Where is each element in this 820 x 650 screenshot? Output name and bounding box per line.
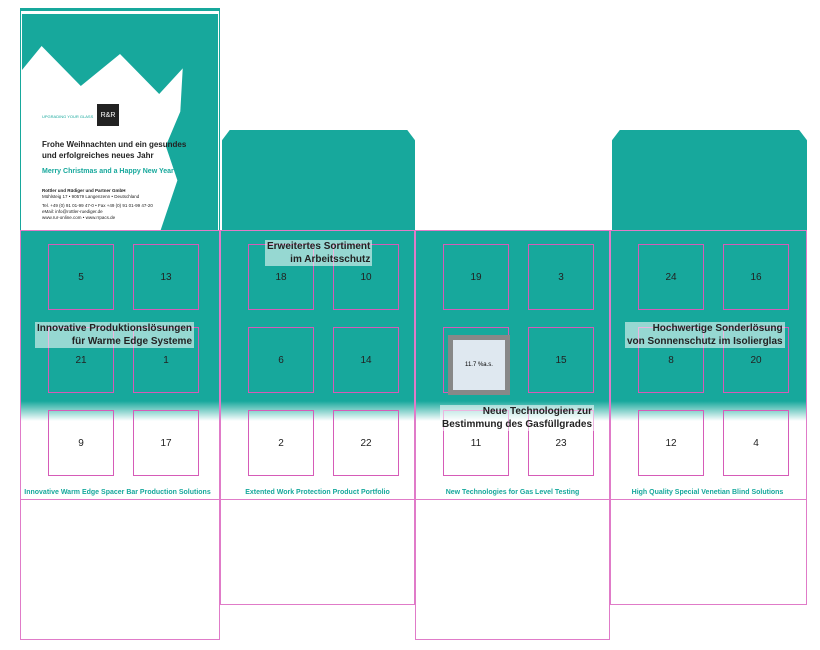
bottom-flap-2 <box>220 500 415 605</box>
door-24[interactable]: 24 <box>638 244 704 310</box>
headline-line-2: im Arbeitsschutz <box>265 253 373 266</box>
door-22[interactable]: 22 <box>333 410 399 476</box>
headline-line-1: Erweitertes Sortiment <box>265 240 373 253</box>
panel-2 <box>220 230 415 500</box>
panel-4-photo <box>611 231 806 406</box>
panel-4-fade <box>611 401 806 421</box>
door-16[interactable]: 16 <box>723 244 789 310</box>
panel-1-footer: Innovative Warm Edge Spacer Bar Producti… <box>24 489 211 496</box>
panel-1-fade <box>21 401 219 421</box>
top-flap-2 <box>222 130 415 232</box>
headline-line-1: Neue Technologien zur <box>440 405 595 418</box>
door-6[interactable]: 6 <box>248 327 314 393</box>
email[interactable]: eMail: info@rottler-ruediger.de <box>42 209 103 214</box>
door-13[interactable]: 13 <box>133 244 199 310</box>
headline-line-1: Hochwertige Sonderlösung <box>625 322 785 335</box>
top-flap-4 <box>612 130 807 232</box>
panel-2-headline: Erweitertes Sortiment im Arbeitsschutz <box>265 240 373 266</box>
panel-1-headline: Innovative Produktionslösungen für Warme… <box>35 322 195 348</box>
door-12[interactable]: 12 <box>638 410 704 476</box>
web[interactable]: www.rur-online.com • www.rrpacs.de <box>42 215 116 220</box>
bottom-flap-3 <box>415 500 610 640</box>
headline-line-2: von Sonnenschutz im Isolierglas <box>625 335 785 348</box>
phone: Tel. +49 (0) 91 01-99 47-0 • Fax +49 (0)… <box>42 203 153 208</box>
panel-2-fade <box>221 401 414 421</box>
panel-4 <box>610 230 807 500</box>
bottom-flap-1 <box>20 500 220 640</box>
door-19[interactable]: 19 <box>443 244 509 310</box>
gas-device-display: 11.7 %a.s. <box>448 335 510 395</box>
panel-4-footer: High Quality Special Venetian Blind Solu… <box>631 489 784 496</box>
panel-1 <box>20 230 220 500</box>
panel-1-photo <box>21 231 219 406</box>
headline-line-1: Innovative Produktionslösungen <box>35 322 195 335</box>
greeting-de: Frohe Weihnachten und ein gesundes und er… <box>42 139 186 161</box>
logo: R&R <box>97 104 119 126</box>
door-9[interactable]: 9 <box>48 410 114 476</box>
panel-3-headline: Neue Technologien zur Bestimmung des Gas… <box>440 405 595 431</box>
greeting-en: Merry Christmas and a Happy New Year <box>42 168 174 175</box>
company: Rottler und Rüdiger und Partner GmbH <box>42 188 126 193</box>
door-2[interactable]: 2 <box>248 410 314 476</box>
panel-3-footer: New Technologies for Gas Level Testing <box>445 489 580 496</box>
bottom-flap-4 <box>610 500 807 605</box>
tagline: UPGRADING YOUR GLASS <box>42 114 94 119</box>
door-3[interactable]: 3 <box>528 244 594 310</box>
headline-line-2: für Warme Edge Systeme <box>35 335 195 348</box>
door-5[interactable]: 5 <box>48 244 114 310</box>
greeting-de-1: Frohe Weihnachten und ein gesundes <box>42 140 187 149</box>
contact-block: Rottler und Rüdiger und Partner GmbH Müh… <box>42 188 153 221</box>
headline-line-2: Bestimmung des Gasfüllgrades <box>440 418 595 431</box>
door-4[interactable]: 4 <box>723 410 789 476</box>
door-17[interactable]: 17 <box>133 410 199 476</box>
address: Mühlsteig 17 • 90579 Langenzenn • Deutsc… <box>42 194 140 199</box>
door-15[interactable]: 15 <box>528 327 594 393</box>
panel-4-headline: Hochwertige Sonderlösung von Sonnenschut… <box>625 322 785 348</box>
panel-2-footer: Extented Work Protection Product Portfol… <box>245 489 390 496</box>
greeting-de-2: und erfolgreiches neues Jahr <box>42 151 154 160</box>
door-14[interactable]: 14 <box>333 327 399 393</box>
